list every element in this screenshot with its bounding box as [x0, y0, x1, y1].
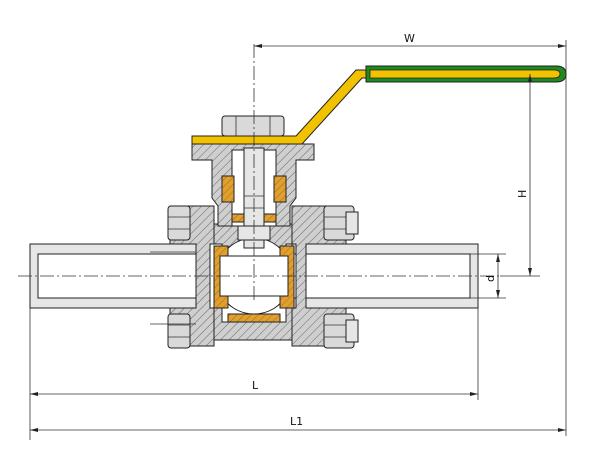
dimension-H: H [500, 74, 540, 277]
handle-grip [365, 65, 567, 83]
dimension-L: L [29, 308, 479, 440]
bolt-top-right [323, 205, 359, 241]
bolt-top-left [167, 205, 191, 241]
dimension-W: W [254, 32, 567, 436]
seat-bottom [227, 313, 281, 323]
seat-right [279, 245, 295, 309]
dimension-d: d [470, 253, 506, 299]
dimension-L-label: L [252, 379, 259, 392]
bolt-bottom-left [167, 313, 191, 349]
dimension-L1: L1 [30, 415, 566, 432]
dimension-L1-label: L1 [290, 415, 303, 428]
dimension-H-label: H [516, 190, 529, 198]
bolt-bottom-right [323, 313, 359, 349]
right-pipe [291, 243, 479, 309]
dimension-W-label: W [404, 32, 415, 45]
seat-left [213, 245, 229, 309]
dimension-d-label: d [484, 275, 497, 282]
